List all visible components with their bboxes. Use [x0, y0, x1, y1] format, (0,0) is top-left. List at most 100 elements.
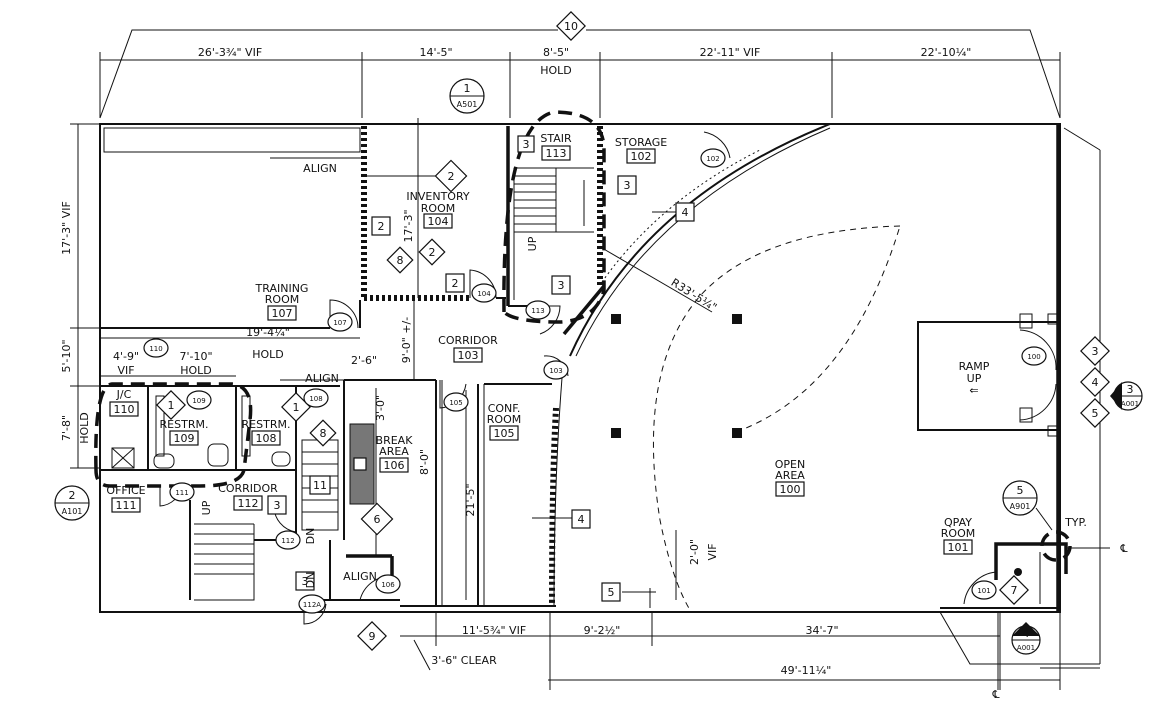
- door-tag-101: 101: [971, 580, 997, 600]
- svg-text:107: 107: [333, 319, 346, 327]
- svg-text:103: 103: [549, 367, 562, 375]
- align-note-1: ALIGN: [303, 162, 337, 175]
- section-marker-a901: 5 A901: [1002, 480, 1053, 531]
- wall-tag-corridor-112: 3: [267, 495, 287, 515]
- svg-text:A901: A901: [1010, 502, 1031, 511]
- svg-text:110: 110: [149, 345, 162, 353]
- keynote-inventory-2: 2: [418, 238, 446, 266]
- svg-text:2: 2: [378, 220, 385, 233]
- dim-top-2: 14'-5": [419, 46, 452, 59]
- dim-left-1: 17'-3" VIF: [60, 201, 73, 255]
- door-tags: 102 104 113 107 110 109 108 105 103 100 …: [143, 148, 1047, 614]
- svg-text:8: 8: [397, 254, 404, 267]
- dim-open-2ft: 2'-0": [688, 539, 701, 565]
- dim-restrm-width: 7'-10": [179, 350, 212, 363]
- dim-top-4: 22'-11" VIF: [700, 46, 761, 59]
- centerline-symbol-2: ℄: [991, 688, 999, 701]
- svg-text:111: 111: [175, 489, 188, 497]
- svg-text:A101: A101: [62, 507, 83, 516]
- svg-text:101: 101: [977, 587, 990, 595]
- ramp-arrow: ⇐: [969, 384, 978, 397]
- curved-storage-wall: [569, 123, 831, 357]
- open-area-arc: [653, 225, 901, 611]
- svg-text:112: 112: [238, 497, 259, 510]
- centerline-symbol-1: ℄: [1119, 542, 1127, 555]
- svg-text:5: 5: [608, 586, 615, 599]
- dim-bottom-clear: 3'-6" CLEAR: [431, 654, 497, 667]
- dim-bottom-1: 11'-5¾" VIF: [462, 624, 526, 637]
- sink: [353, 457, 367, 471]
- room-name-qpay-1: QPAY: [944, 516, 972, 529]
- room-name-conf-1: CONF.: [488, 402, 521, 415]
- svg-text:2: 2: [429, 246, 436, 259]
- mop-sink: [111, 447, 135, 469]
- room-num-qpay: 101: [943, 539, 973, 555]
- align-note-3: ALIGN: [343, 570, 377, 583]
- svg-text:113: 113: [531, 307, 544, 315]
- svg-text:A001: A001: [1017, 644, 1035, 652]
- svg-text:1: 1: [168, 399, 175, 412]
- svg-text:104: 104: [477, 290, 491, 298]
- keynote-ramp-3: 3: [1080, 336, 1110, 366]
- training-room-walls: [100, 127, 361, 329]
- svg-text:110: 110: [114, 403, 135, 416]
- dim-jc-width: 4'-9": [113, 350, 139, 363]
- dim-bottom-3: 34'-7": [805, 624, 838, 637]
- dim-radius: R33'-5¼": [669, 276, 719, 314]
- room-name-inventory-2: ROOM: [421, 202, 455, 215]
- room-num-restrm-109: 109: [169, 430, 199, 446]
- room-num-restrm-108: 108: [251, 430, 281, 446]
- svg-text:100: 100: [1027, 353, 1040, 361]
- dim-left-hold: HOLD: [78, 412, 91, 444]
- room-name-training-1: TRAINING: [255, 282, 309, 295]
- keynote-diamonds: 2 8 2 1 1 8 6 7 9 3 4 5: [156, 159, 1110, 651]
- wall-tag-stair-3: 3: [551, 275, 571, 295]
- columns: [611, 314, 742, 438]
- overall-tag: 10: [556, 11, 586, 41]
- room-num-open: 100: [775, 481, 805, 497]
- stair-up-label: UP: [526, 236, 539, 251]
- door-swings: [159, 131, 1057, 625]
- door-tag-113: 113: [525, 300, 551, 320]
- svg-text:2: 2: [448, 170, 455, 183]
- svg-text:106: 106: [381, 581, 395, 589]
- dim-restrm-hold: HOLD: [180, 364, 212, 377]
- keynote-9: 9: [357, 621, 387, 651]
- stair-dashed-outline: [502, 110, 606, 324]
- wall-tag-conf: 4: [571, 509, 591, 529]
- room-name-stair: STAIR: [540, 132, 572, 145]
- door-tag-112: 112: [275, 530, 301, 550]
- conf-room-walls: [400, 377, 563, 607]
- keynote-ramp-5: 5: [1080, 398, 1110, 428]
- keynote-ramp-4: 4: [1080, 367, 1110, 397]
- wall-tag-open: 5: [601, 582, 621, 602]
- room-name-jc: J/C: [116, 388, 132, 401]
- door-tag-110: 110: [143, 338, 169, 358]
- room-name-qpay-2: ROOM: [941, 527, 975, 540]
- svg-text:108: 108: [256, 432, 277, 445]
- svg-text:4: 4: [1092, 376, 1099, 389]
- door-tag-107: 107: [327, 312, 353, 332]
- room-num-stair: 113: [541, 145, 571, 161]
- svg-text:108: 108: [309, 395, 322, 403]
- dim-training-hold: HOLD: [252, 348, 284, 361]
- room-name-corridor-103: CORRIDOR: [438, 334, 498, 347]
- keynote-restroom-109: 1: [156, 390, 186, 420]
- dim-bottom-4: 49'-11¼": [781, 664, 832, 677]
- keynote-break-6: 6: [360, 502, 394, 536]
- svg-text:100: 100: [780, 483, 801, 496]
- door-tag-104: 104: [471, 283, 497, 303]
- svg-text:107: 107: [272, 307, 293, 320]
- svg-text:106: 106: [384, 459, 405, 472]
- door-tag-102: 102: [700, 148, 726, 168]
- svg-text:105: 105: [494, 427, 515, 440]
- room-name-inventory-1: INVENTORY: [406, 190, 469, 203]
- door-tag-112a: 112A: [298, 594, 326, 614]
- section-marker-a101: 2 A101: [54, 485, 90, 521]
- svg-text:4: 4: [578, 513, 585, 526]
- align-note-2: ALIGN: [305, 372, 339, 385]
- section-marker-a001-4: 4 A001: [1011, 622, 1041, 655]
- svg-text:10: 10: [564, 20, 578, 33]
- restroom-dashed-outline: [94, 382, 253, 488]
